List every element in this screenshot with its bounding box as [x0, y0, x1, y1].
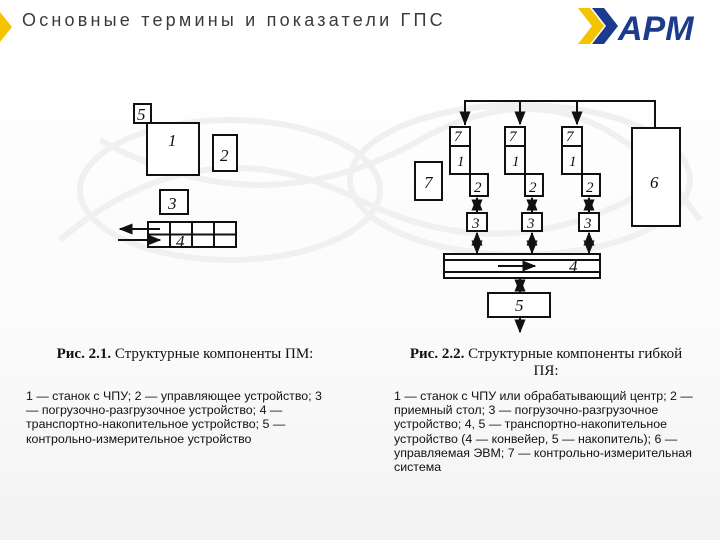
fig2-label-1a: 1: [457, 154, 465, 170]
fig1-label-4: 4: [176, 232, 185, 251]
fig1-transport-device: [147, 221, 237, 248]
fig1-label-2: 2: [220, 146, 229, 165]
fig1-caption-title: Рис. 2.1. Структурные компоненты ПМ:: [30, 346, 340, 363]
fig2-label-7: 7: [424, 173, 434, 192]
arm-logo: АРМ: [578, 8, 694, 46]
fig2-label-4: 4: [569, 257, 578, 276]
fig1-machine-box: [146, 122, 200, 176]
fig1-caption-prefix: Рис. 2.1.: [56, 346, 112, 362]
fig2-caption-text: 1 — станок с ЧПУ или обрабатывающий цент…: [394, 389, 693, 475]
figure-2-1-labels: 5 1 2 3 4: [137, 105, 229, 251]
fig2-top-bus: [464, 100, 656, 128]
fig1-measuring-box: [133, 103, 152, 124]
fig2-label-1c: 1: [569, 154, 577, 170]
fig1-label-1: 1: [168, 131, 177, 150]
fig2-label-3a: 3: [471, 216, 480, 232]
fig2-caption-title: Рис. 2.2. Структурные компоненты гибкой …: [396, 346, 696, 380]
fig2-label-7c: 7: [566, 129, 575, 145]
fig2-conveyor: [443, 253, 601, 279]
fig2-caption-heading: Структурные компоненты гибкой ПЯ:: [468, 346, 683, 379]
fig1-caption-text: 1 — станок с ЧПУ; 2 — управляющее устрой…: [26, 389, 322, 446]
fig2-machine-unit-1: [449, 126, 489, 197]
fig2-label-3c: 3: [583, 216, 592, 232]
fig1-loader-box: [159, 189, 189, 215]
fig2-measuring-box: [414, 161, 443, 201]
fig2-computer-box: [631, 127, 681, 227]
fig2-label-7b: 7: [509, 129, 518, 145]
figure-2-2-diagram: [414, 100, 681, 334]
fig2-caption-prefix: Рис. 2.2.: [409, 346, 465, 362]
yellow-marker-icon: [0, 12, 12, 42]
fig2-machine-unit-2: [504, 126, 544, 197]
fig2-label-6: 6: [650, 173, 659, 192]
fig2-label-5: 5: [515, 296, 524, 315]
figure-2-1-diagram: [118, 103, 238, 248]
logo-text: АРМ: [617, 10, 694, 46]
fig2-label-2a: 2: [474, 180, 482, 196]
fig2-label-2c: 2: [586, 180, 594, 196]
fig1-label-3: 3: [167, 194, 177, 213]
fig2-label-7a: 7: [454, 129, 463, 145]
fig1-label-5: 5: [137, 105, 146, 124]
figure-2-2-labels: 7 1 2 3 7 1 2 3 7 1 2 3 7 6 4 5: [424, 129, 659, 315]
fig2-label-1b: 1: [512, 154, 520, 170]
fig2-label-3b: 3: [526, 216, 535, 232]
slide-title: Основные термины и показатели ГПС: [22, 10, 446, 30]
fig1-caption-heading: Структурные компоненты ПМ:: [114, 346, 314, 362]
fig2-label-2b: 2: [529, 180, 537, 196]
slide-header: Основные термины и показатели ГПС АРМ: [0, 0, 720, 50]
fig1-control-box: [212, 134, 238, 172]
